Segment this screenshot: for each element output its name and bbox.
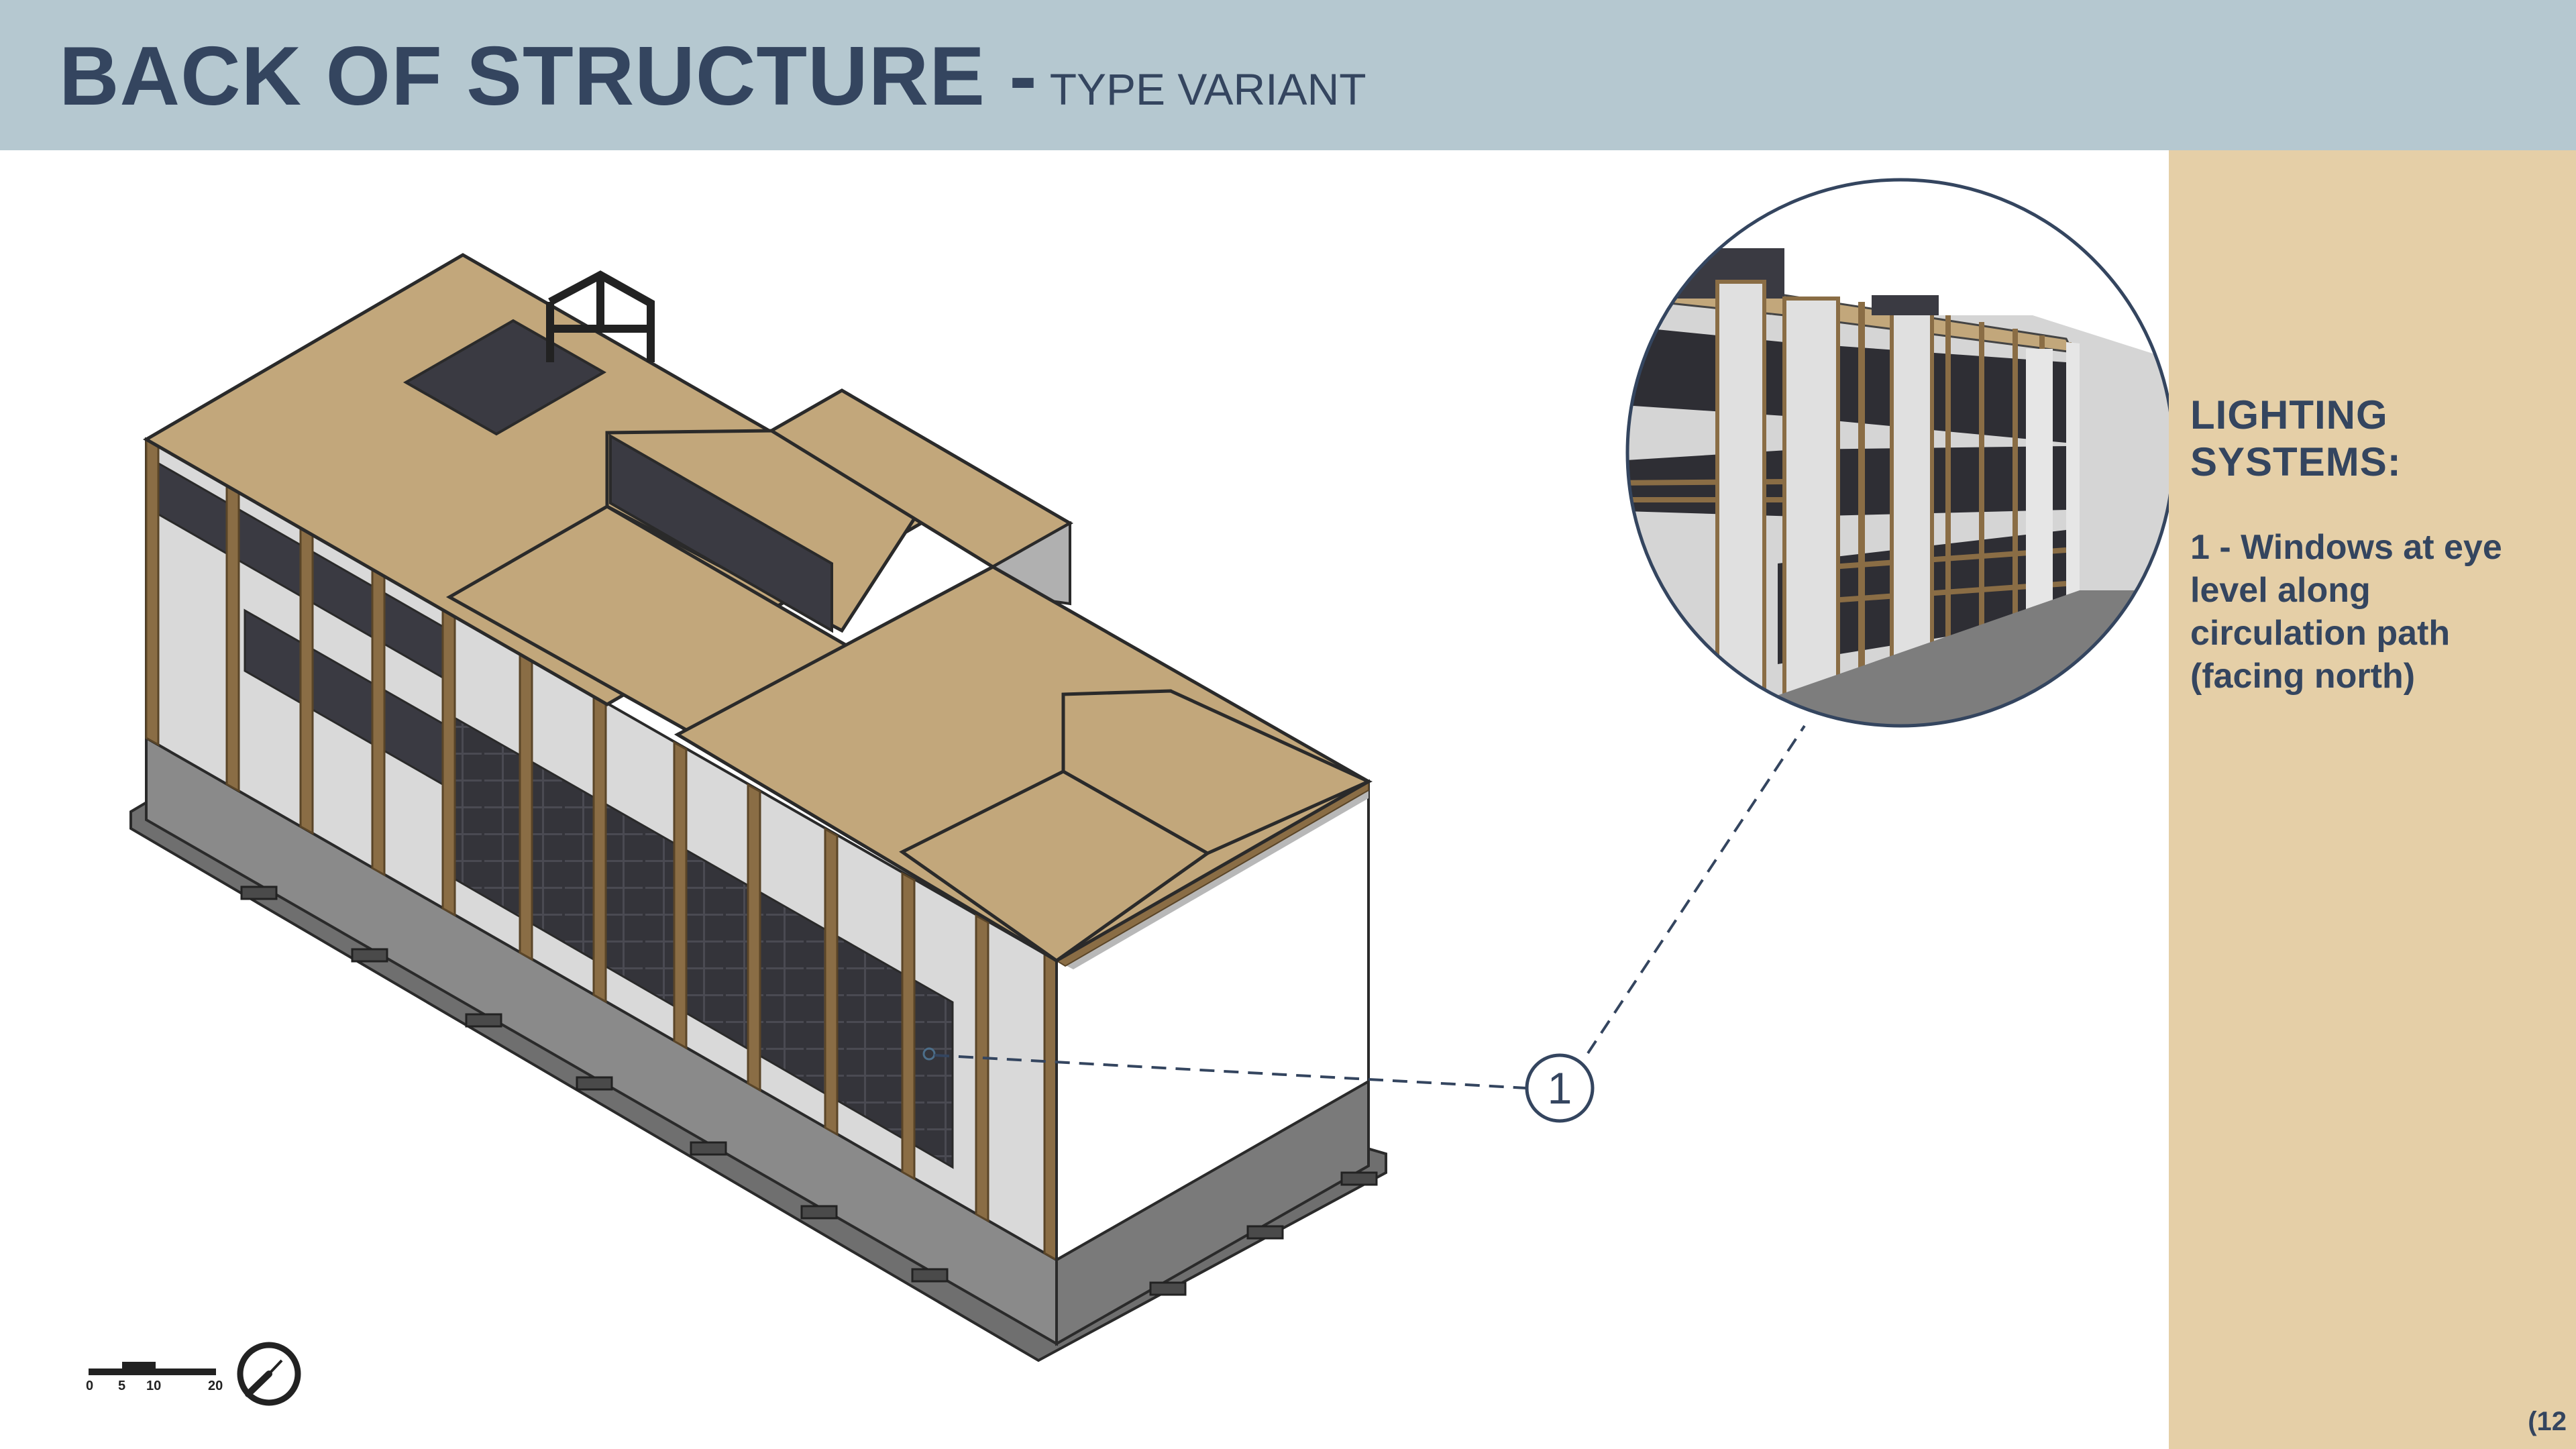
scale-label-5: 5 (118, 1379, 126, 1393)
front-roof-lower (899, 769, 1211, 963)
title-subtitle: TYPE VARIANT (1049, 64, 1366, 114)
scale-label-0: 0 (86, 1379, 94, 1393)
header-bar: BACK OF STRUCTURE -TYPE VARIANT (0, 0, 2576, 150)
sidebar-heading: LIGHTING SYSTEMS: (2190, 392, 2402, 484)
page-title: BACK OF STRUCTURE -TYPE VARIANT (59, 30, 1366, 136)
sidebar-body: 1 - Windows at eye level along circulati… (2190, 528, 2502, 696)
mid-clerestory (609, 433, 833, 633)
page-number: (12 (2528, 1407, 2567, 1436)
zoom-detail (1627, 180, 2174, 726)
north-arrow-icon (237, 1342, 301, 1406)
timber-columns (145, 437, 1058, 1262)
ground-pads (240, 885, 1378, 1296)
rooftop-frame (546, 270, 655, 362)
callout-number-circle (1525, 1053, 1595, 1123)
scale-label-20: 20 (208, 1379, 223, 1393)
scale-label-10: 10 (146, 1379, 162, 1393)
callout-number: 1 (1547, 1063, 1572, 1113)
callout-leader (922, 724, 1806, 1123)
scale-bar-icon (89, 1362, 216, 1375)
sidebar-panel: LIGHTING SYSTEMS: 1 - Windows at eye lev… (2169, 150, 2576, 1449)
front-roof-upper (1061, 689, 1373, 855)
isometric-building (129, 253, 1387, 1362)
skylight (402, 319, 607, 436)
callout-target-dot (922, 1047, 936, 1061)
title-main: BACK OF STRUCTURE - (59, 30, 1038, 123)
